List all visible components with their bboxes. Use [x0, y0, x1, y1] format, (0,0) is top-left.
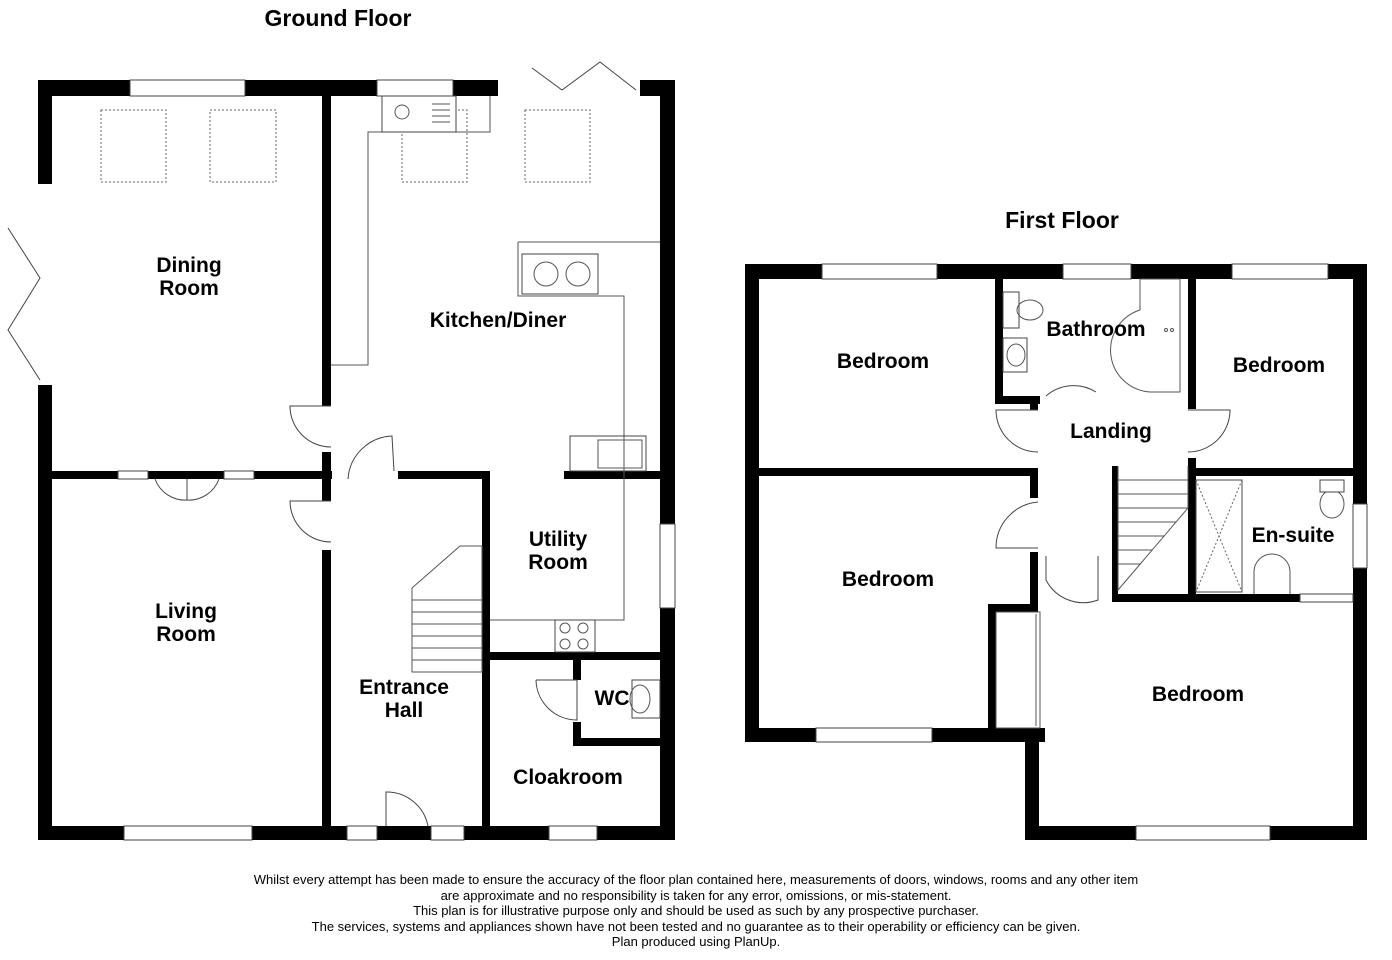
ground-floor-bifold-doors	[7, 61, 637, 381]
room-label-landing: Landing	[1070, 420, 1152, 443]
disclaimer: Whilst every attempt has been made to en…	[196, 872, 1196, 950]
ground-floor-doors	[154, 405, 578, 827]
disclaimer-line-4: The services, systems and appliances sho…	[311, 918, 1081, 934]
bathroom-fixtures	[1002, 278, 1181, 393]
first-floor-windows	[815, 263, 1368, 841]
hob	[521, 253, 599, 295]
disclaimer-line-1: Whilst every attempt has been made to en…	[253, 872, 1139, 887]
disclaimer-line-5: Plan produced using PlanUp.	[611, 934, 781, 949]
room-label-bedroom-ne: Bedroom	[1233, 354, 1325, 377]
kitchen-counters	[331, 95, 660, 653]
room-label-utility-line2: Room	[528, 551, 588, 574]
first-floor-doors	[995, 385, 1231, 604]
room-label-bedroom-w: Bedroom	[842, 568, 934, 591]
room-label-bedroom-nw: Bedroom	[837, 350, 929, 373]
room-label-bedroom-s: Bedroom	[1152, 683, 1244, 706]
room-label-dining-line2: Room	[159, 277, 219, 300]
room-label-utility: Utility	[529, 528, 588, 551]
room-label-cloakroom: Cloakroom	[513, 766, 623, 789]
room-label-wc: WC	[595, 687, 630, 710]
utility-sink	[569, 435, 647, 472]
room-label-kitchen: Kitchen/Diner	[430, 309, 567, 332]
first-floor: First Floor	[745, 207, 1368, 841]
first-floor-stairs	[1117, 466, 1189, 592]
utility-cooker	[554, 619, 596, 653]
skylights	[100, 109, 591, 183]
ground-floor-room-labels: Dining Room Kitchen/Diner Utility Room L…	[155, 254, 629, 789]
first-floor-title: First Floor	[1005, 207, 1119, 233]
room-label-living-line2: Room	[156, 623, 216, 646]
first-floor-room-labels: Bedroom Bathroom Bedroom Landing Bedroom…	[837, 318, 1335, 706]
ensuite-fixtures	[1195, 479, 1345, 594]
room-label-bathroom: Bathroom	[1046, 318, 1145, 341]
ground-floor-title: Ground Floor	[265, 5, 412, 31]
wc-toilet	[631, 679, 661, 719]
room-label-ensuite: En-suite	[1252, 524, 1335, 547]
room-label-dining: Dining	[156, 254, 221, 277]
room-label-living: Living	[155, 600, 217, 623]
room-label-hall-line2: Hall	[385, 699, 424, 722]
ground-floor-stairs	[411, 545, 483, 673]
ground-floor: Ground Floor	[7, 5, 676, 841]
kitchen-sink	[381, 95, 457, 133]
room-label-hall: Entrance	[359, 676, 449, 699]
disclaimer-line-3: This plan is for illustrative purpose on…	[413, 903, 979, 918]
first-floor-walls	[745, 264, 1367, 840]
wardrobe	[995, 611, 1041, 729]
disclaimer-line-2: are approximate and no responsibility is…	[440, 887, 952, 903]
ground-floor-windows	[117, 79, 676, 841]
